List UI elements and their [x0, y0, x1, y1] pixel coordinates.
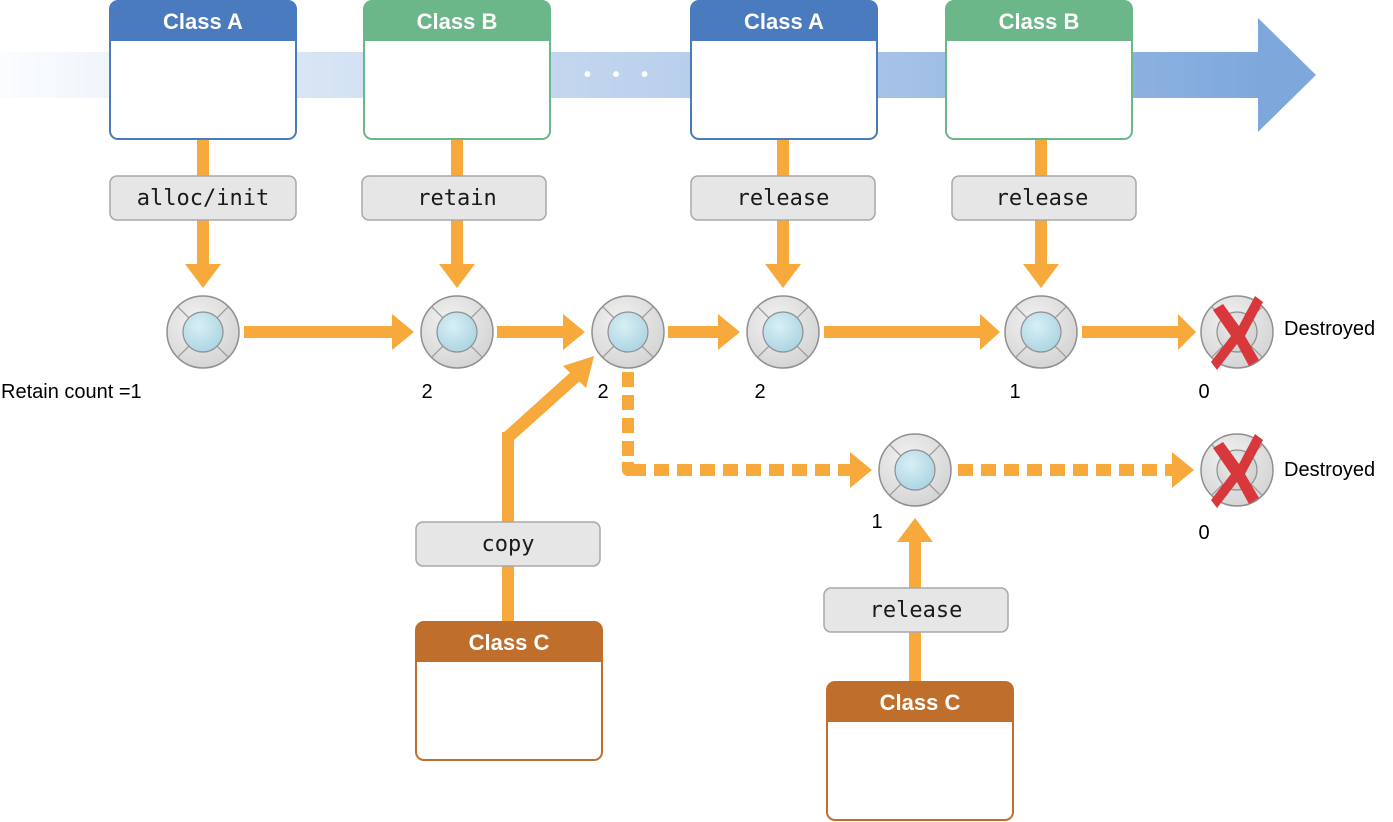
class-box-a-1: Class A: [109, 0, 297, 140]
object-nodes: [166, 295, 1274, 508]
method-label: release: [870, 598, 963, 623]
class-box-title: Class B: [999, 9, 1080, 34]
method-label: copy: [482, 532, 535, 557]
object-node: [1004, 295, 1078, 369]
object-node: [166, 295, 240, 369]
arrow-flow-4: [824, 314, 1000, 350]
class-box-title: Class C: [880, 690, 961, 715]
class-box-b-2: Class B: [945, 0, 1133, 140]
arrow-release-3: [897, 518, 933, 684]
destroyed-label: Destroyed: [1284, 318, 1375, 340]
method-box-retain: retain: [361, 175, 547, 221]
destroyed-x-icon: [1211, 296, 1263, 370]
arrow-copy-dashed: [622, 372, 872, 488]
retain-count-value: 2: [597, 381, 608, 403]
arrow-alloc: [185, 140, 221, 288]
object-node: [420, 295, 494, 369]
method-label: alloc/init: [137, 186, 269, 211]
destroyed-x-icon: [1211, 434, 1263, 508]
arrow-dashed-to-destroyed: [958, 452, 1194, 488]
class-box-c-2: Class C: [826, 681, 1014, 821]
destroyed-object-node: [1200, 295, 1274, 370]
method-box-alloc-init: alloc/init: [109, 175, 297, 221]
method-label: release: [737, 186, 830, 211]
arrow-release-1: [765, 140, 801, 288]
class-box-c-1: Class C: [415, 621, 603, 761]
retain-count-value: 1: [1009, 381, 1020, 403]
method-box-release-1: release: [690, 175, 876, 221]
class-box-b-1: Class B: [363, 0, 551, 140]
destroyed-label: Destroyed: [1284, 459, 1375, 481]
method-label: release: [996, 186, 1089, 211]
class-box-title: Class B: [417, 9, 498, 34]
retain-count-value: 2: [421, 381, 432, 403]
object-node: [591, 295, 665, 369]
arrow-release-2: [1023, 140, 1059, 288]
arrow-flow-3: [668, 314, 740, 350]
object-node: [746, 295, 820, 369]
timeline-ellipsis: • • •: [584, 64, 656, 86]
class-box-a-2: Class A: [690, 0, 878, 140]
method-label: retain: [417, 186, 496, 211]
retain-count-label: Retain count =1: [1, 381, 142, 403]
class-box-title: Class C: [469, 630, 550, 655]
class-box-title: Class A: [744, 9, 824, 34]
arrow-flow-1: [244, 314, 414, 350]
retain-count-value: 0: [1198, 522, 1209, 544]
arrows: [185, 140, 1196, 684]
method-box-copy: copy: [415, 521, 601, 567]
method-box-release-3: release: [823, 587, 1009, 633]
destroyed-object-node: [1200, 433, 1274, 508]
class-box-title: Class A: [163, 9, 243, 34]
retain-count-value: 1: [871, 511, 882, 533]
arrow-flow-5: [1082, 314, 1196, 350]
arrow-copy: [502, 356, 594, 624]
retain-count-value: 0: [1198, 381, 1209, 403]
arrow-retain: [439, 140, 475, 288]
object-node: [878, 433, 952, 507]
method-box-release-2: release: [951, 175, 1137, 221]
arrow-flow-2: [497, 314, 585, 350]
retain-count-value: 2: [754, 381, 765, 403]
